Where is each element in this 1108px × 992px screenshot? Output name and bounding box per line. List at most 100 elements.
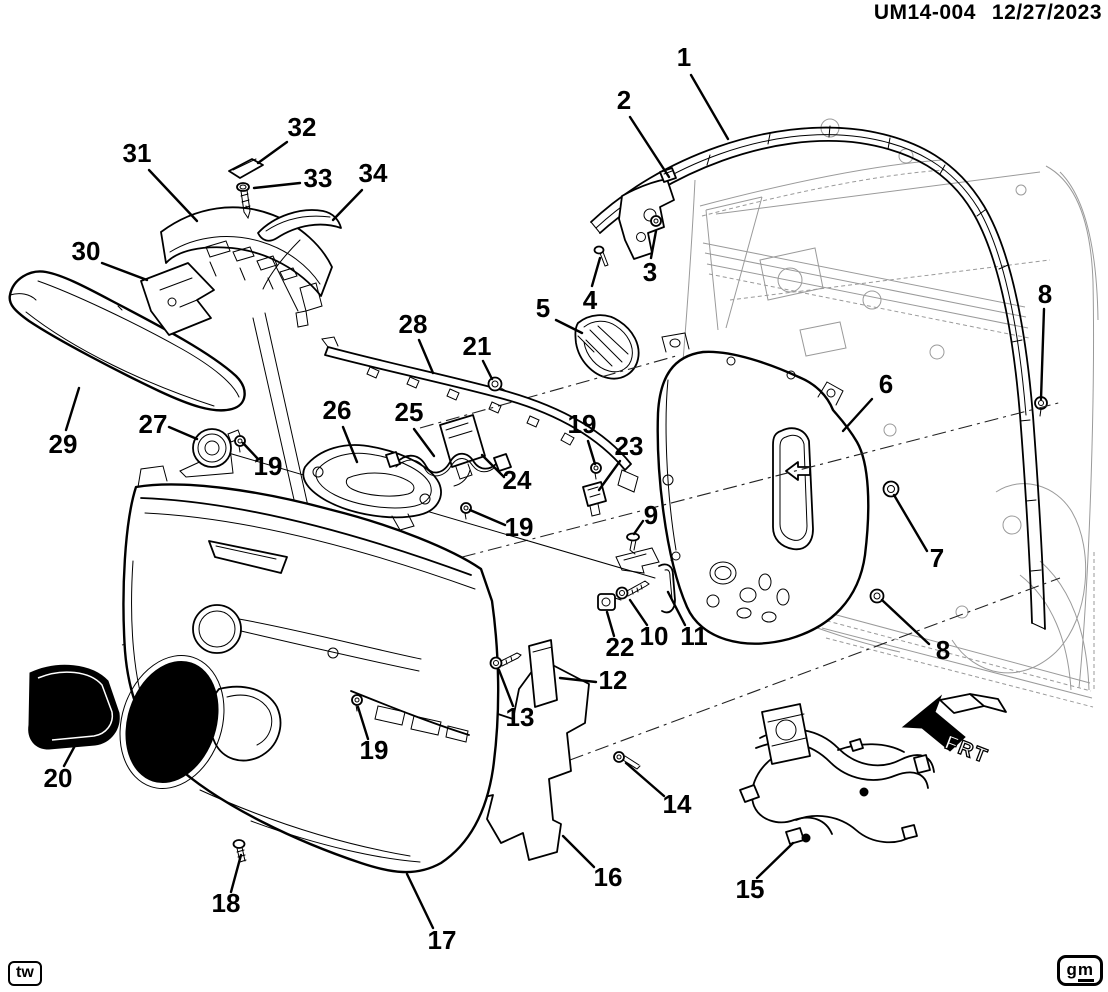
callout-number-21: 21 xyxy=(463,331,492,361)
callout-leader-34 xyxy=(331,188,364,222)
callout-leader-20 xyxy=(62,738,80,768)
callout-number-8: 8 xyxy=(936,635,950,665)
callout-number-30: 30 xyxy=(72,236,101,266)
pad-12 xyxy=(528,639,558,708)
brand-logo-g: g xyxy=(1066,960,1078,979)
speaker-opening xyxy=(125,660,219,784)
grommet-7 xyxy=(882,480,900,498)
frt-label: FRT xyxy=(942,732,992,769)
callout-leader-14 xyxy=(624,761,666,798)
callout-leader-18 xyxy=(229,853,243,894)
callout-number-9: 9 xyxy=(644,500,658,530)
callout-leader-10 xyxy=(628,598,649,627)
callout-leader-31 xyxy=(147,168,199,223)
switch-bezel-bracket xyxy=(140,262,215,336)
callout-number-3: 3 xyxy=(643,257,657,287)
applique-bracket xyxy=(618,178,675,260)
doc-date: 12/27/2023 xyxy=(991,1,1102,24)
callout-leader-30 xyxy=(100,261,149,282)
callout-leader-26 xyxy=(341,425,359,464)
callout-leader-15 xyxy=(755,841,795,880)
callout-leader-33 xyxy=(252,181,302,190)
callout-leader-27 xyxy=(167,425,199,441)
brand-logo-box: gm xyxy=(1057,955,1103,986)
brand-logo-m: m xyxy=(1077,960,1094,982)
callout-leader-28 xyxy=(417,338,435,375)
callout-number-19: 19 xyxy=(505,512,534,542)
callout-number-28: 28 xyxy=(399,309,428,339)
callout-number-16: 16 xyxy=(594,862,623,892)
screw-21 xyxy=(487,376,509,393)
callout-leader-4 xyxy=(590,256,602,288)
callout-number-11: 11 xyxy=(680,621,708,651)
mirror-patch xyxy=(574,314,640,380)
callout-leader-22 xyxy=(605,610,616,638)
callout-number-19: 19 xyxy=(568,409,597,439)
callout-leader-21 xyxy=(481,359,494,381)
callout-number-19: 19 xyxy=(360,735,389,765)
callout-number-29: 29 xyxy=(49,429,78,459)
callout-number-17: 17 xyxy=(428,925,457,955)
window-frame-applique xyxy=(590,125,1046,630)
author-tag-box: tw xyxy=(8,961,42,986)
callout-leader-8 xyxy=(1039,307,1046,401)
callout-leader-1 xyxy=(689,73,730,141)
callout-number-34: 34 xyxy=(359,158,388,188)
callout-number-1: 1 xyxy=(677,42,691,72)
wiring-lead xyxy=(385,451,512,487)
water-deflector xyxy=(656,332,870,645)
callout-number-2: 2 xyxy=(617,85,631,115)
install-arrow-icon xyxy=(785,461,811,481)
callout-number-10: 10 xyxy=(640,621,669,651)
callout-number-25: 25 xyxy=(395,397,424,427)
callout-leader-11 xyxy=(666,590,687,627)
callout-leader-3 xyxy=(649,229,658,260)
callout-leader-25 xyxy=(412,427,436,458)
doc-number: UM14-004 xyxy=(873,1,976,24)
retainer-19-b xyxy=(590,462,602,480)
nut-22 xyxy=(597,593,622,611)
callout-number-8: 8 xyxy=(1038,279,1052,309)
callout-number-20: 20 xyxy=(44,763,73,793)
armrest xyxy=(8,270,246,412)
speaker-grille xyxy=(28,664,120,750)
callout-number-19: 19 xyxy=(254,451,283,481)
callout-number-5: 5 xyxy=(536,293,550,323)
callout-number-12: 12 xyxy=(599,665,628,695)
callout-number-15: 15 xyxy=(736,874,765,904)
screw-33 xyxy=(236,182,251,220)
callout-leader-23 xyxy=(597,459,622,492)
retainer-19-c xyxy=(460,502,472,520)
author-tag: tw xyxy=(16,964,34,981)
callout-number-13: 13 xyxy=(506,702,535,732)
callout-leader-19 xyxy=(586,439,597,466)
callout-leader-32 xyxy=(256,140,289,165)
grommet-3 xyxy=(650,215,662,227)
callout-number-4: 4 xyxy=(583,285,598,315)
callout-leader-19 xyxy=(356,705,370,741)
callout-leader-9 xyxy=(632,519,645,536)
callout-leader-19 xyxy=(241,441,260,461)
callout-leader-6 xyxy=(841,397,874,433)
grommet-8-lower xyxy=(869,588,885,604)
screw-18 xyxy=(232,839,247,863)
callout-leader-16 xyxy=(561,834,596,869)
callout-number-7: 7 xyxy=(930,543,944,573)
callout-leader-8 xyxy=(880,598,931,646)
tweeter-speaker xyxy=(179,428,242,478)
bracket-11 xyxy=(658,563,676,614)
callout-number-32: 32 xyxy=(288,112,317,142)
callout-leader-19 xyxy=(468,508,507,527)
frt-arrow-icon xyxy=(901,694,966,752)
screw-10 xyxy=(615,580,650,600)
wiring-harness xyxy=(739,703,935,845)
callout-number-18: 18 xyxy=(212,888,241,918)
callout-number-33: 33 xyxy=(304,163,333,193)
upper-trim-strip xyxy=(321,336,639,493)
retainer-9 xyxy=(615,532,660,574)
drawing-header: UM14-004 12/27/2023 xyxy=(874,1,1102,25)
callout-leader-17 xyxy=(405,872,435,930)
